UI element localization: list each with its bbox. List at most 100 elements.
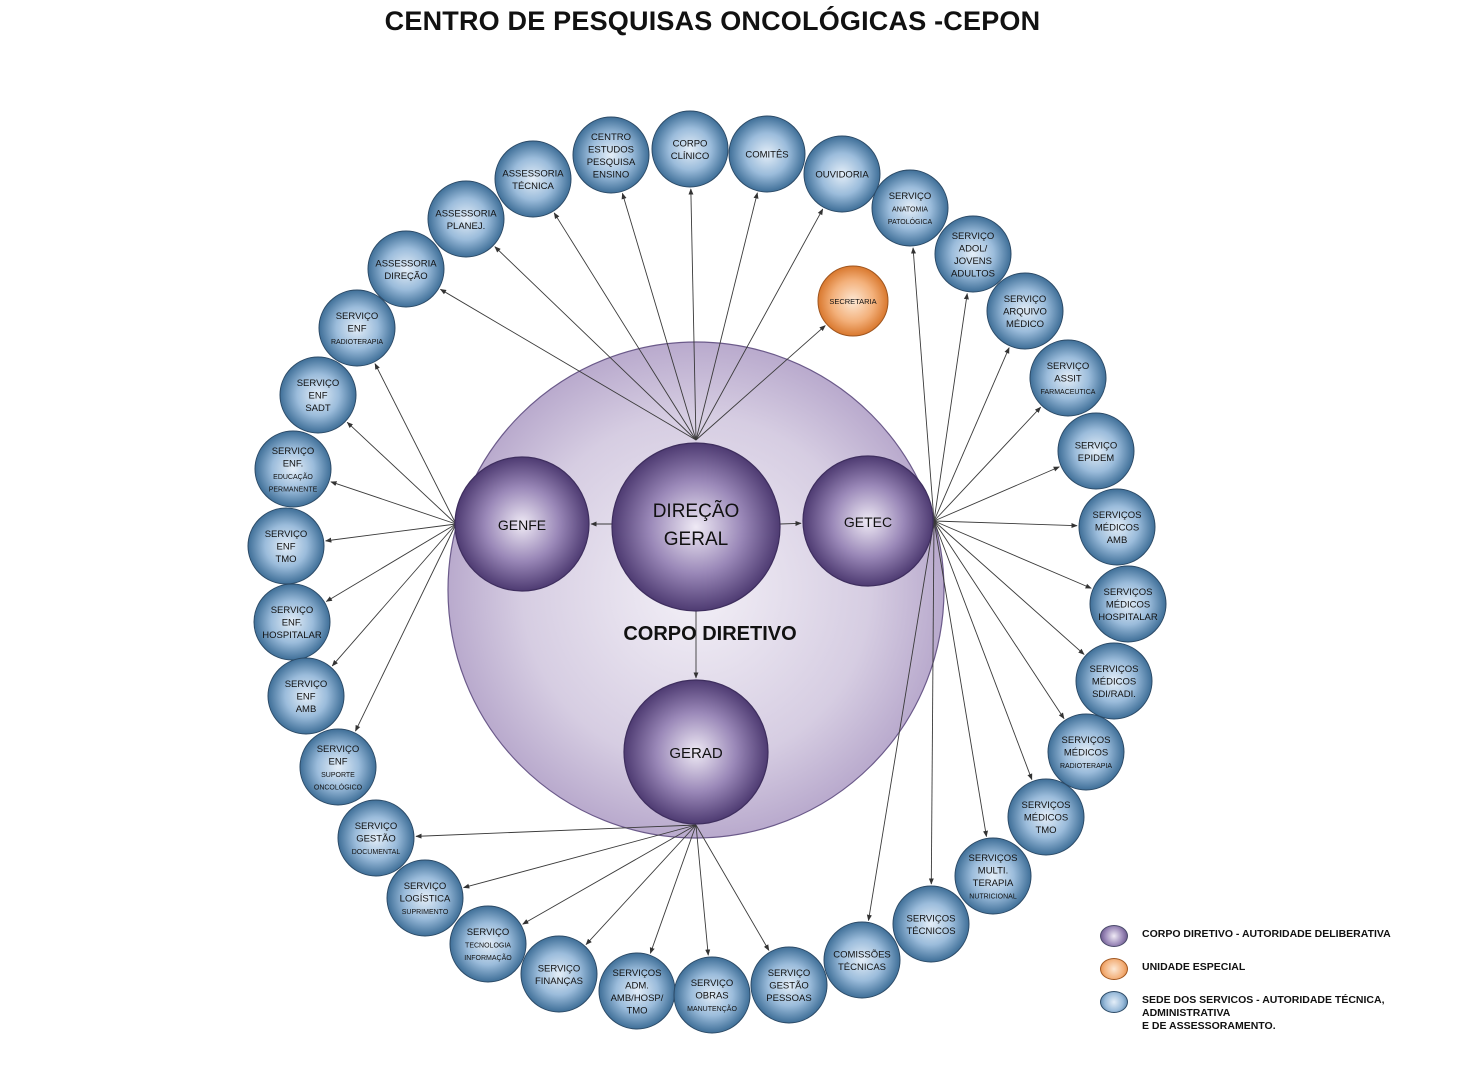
arrow-to-servico-enf-tmo	[325, 523, 457, 543]
corpo-clinico-node[interactable]: CORPO CLÍNICO	[651, 110, 729, 188]
servico-enf-educacao-label-1: SERVIÇO	[272, 446, 315, 457]
servicos-tecnicos-circle	[892, 885, 970, 963]
comites-node[interactable]: COMITÊS	[728, 115, 806, 193]
servico-adol-label-1: SERVIÇO	[952, 231, 995, 242]
servico-financas-label-2: FINANÇAS	[535, 976, 583, 987]
servicos-medicos-radio-label-2: MÉDICOS	[1064, 748, 1108, 759]
servico-enf-hospitalar-label-3: HOSPITALAR	[262, 630, 322, 641]
servico-anatomia-label-1: SERVIÇO	[889, 191, 932, 202]
corpo-clinico-label-1: CORPO	[673, 138, 708, 149]
servico-arquivo-label-3: MÉDICO	[1006, 319, 1044, 330]
servico-tecnologia-label-3: INFORMAÇÃO	[464, 953, 512, 962]
servicos-medicos-hospitalar-label-1: SERVIÇOS	[1104, 587, 1153, 598]
secretaria-label: SECRETARIA	[829, 297, 876, 306]
servico-gestao-pessoas-circle	[750, 946, 828, 1024]
ouvidoria-node[interactable]: OUVIDORIA	[803, 135, 881, 213]
direcao-geral-node[interactable]: DIREÇÃO GERAL	[611, 442, 781, 612]
arrow-to-comites	[695, 192, 759, 441]
arrow-to-servico-enf-sadt	[346, 421, 457, 525]
corpo-clinico-label-2: CLÍNICO	[671, 151, 710, 162]
getec-node[interactable]: GETEC	[802, 455, 934, 587]
assessoria-planej-label-2: PLANEJ.	[447, 221, 486, 232]
connection-arrows	[325, 188, 1092, 956]
servico-gestao-doc-label-2: GESTÃO	[356, 834, 396, 845]
servico-tecnologia-label-1: SERVIÇO	[467, 927, 510, 938]
arrow-to-centro-estudos	[621, 192, 697, 441]
legend-purple-dot	[1100, 925, 1128, 947]
servico-adol-label-3: JOVENS	[954, 256, 992, 267]
arrow-to-servicos-adm	[649, 824, 697, 954]
servico-logistica-label-3: SUPRIMENTO	[402, 909, 449, 916]
arrow-to-servico-assit	[933, 406, 1042, 522]
servico-enf-amb-label-3: AMB	[296, 704, 317, 715]
servicos-medicos-amb-label-2: MÉDICOS	[1095, 523, 1139, 534]
secretaria-node[interactable]: SECRETARIA	[817, 265, 889, 337]
servico-gestao-doc-label-1: SERVIÇO	[355, 821, 398, 832]
direcao-label-2: GERAL	[664, 529, 728, 550]
assessoria-planej-label-1: ASSESSORIA	[435, 208, 497, 219]
comissoes-tecnicas-label-2: TÉCNICAS	[838, 962, 886, 973]
servicos-adm-label-1: SERVIÇOS	[613, 968, 662, 979]
servicos-adm-label-3: AMB/HOSP/	[611, 993, 664, 1004]
servicos-multi-label-4: NUTRICIONAL	[969, 893, 1017, 900]
servicos-medicos-radio-circle	[1047, 713, 1125, 791]
comites-label-1: COMITÊS	[745, 150, 788, 161]
arrow-to-servico-gestao-pessoas	[695, 824, 770, 951]
servico-adol-label-4: ADULTOS	[951, 268, 995, 279]
legend-blue-dot	[1100, 991, 1128, 1013]
servico-epidem-circle	[1057, 412, 1135, 490]
servicos-adm-label-4: TMO	[626, 1005, 647, 1016]
servicos-medicos-hospitalar-circle	[1089, 565, 1167, 643]
arrow-to-servico-enf-amb	[331, 523, 457, 667]
assessoria-planej-node[interactable]: ASSESSORIA PLANEJ.	[427, 180, 505, 258]
genfe-node[interactable]: GENFE	[454, 456, 590, 592]
assessoria-tecnica-circle	[494, 140, 572, 218]
servico-logistica-label-1: SERVIÇO	[404, 881, 447, 892]
servicos-medicos-radio-label-3: RADIOTERAPIA	[1060, 763, 1112, 770]
legend-services: SEDE DOS SERVICOS - AUTORIDADE TÉCNICA, …	[1100, 991, 1461, 1033]
servico-epidem-label-2: EPIDEM	[1078, 453, 1115, 464]
gerad-node[interactable]: GERAD	[623, 679, 769, 825]
servico-enf-educacao-label-2: ENF.	[283, 458, 304, 469]
arrow-to-assessoria-direcao	[439, 288, 697, 441]
arrow-to-servico-tecnologia	[522, 824, 697, 925]
arrow-to-assessoria-tecnica	[553, 212, 697, 441]
servico-enf-educacao-circle	[254, 430, 332, 508]
servico-enf-radio-label-1: SERVIÇO	[336, 311, 379, 322]
arrow-to-servicos-medicos-sdi	[933, 520, 1085, 655]
arrow-to-corpo-clinico	[688, 188, 697, 441]
arrow-to-servico-anatomia	[910, 247, 935, 522]
legend-special-text: UNIDADE ESPECIAL	[1142, 961, 1246, 973]
servico-assit-label-2: ASSIT	[1054, 374, 1082, 385]
